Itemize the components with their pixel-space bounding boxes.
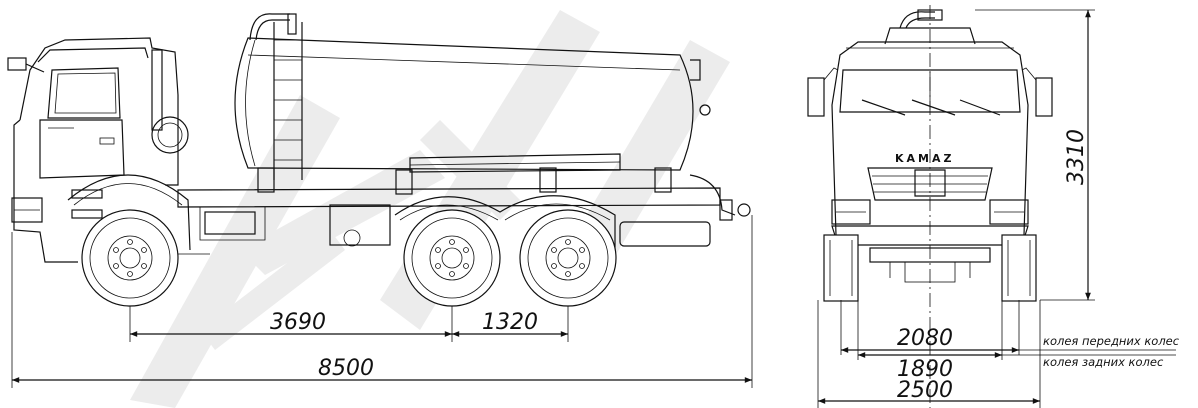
side-dimensions: 3690 1320 8500 [11, 215, 753, 388]
front-dimensions: 3310 2080 колея передних колес 1890 коле… [817, 9, 1180, 408]
dim-overall-length: 8500 [318, 356, 374, 381]
front-wheel [81, 209, 179, 307]
dim-wheelbase-2: 1320 [482, 310, 538, 335]
tank-side [234, 13, 711, 195]
rear-wheel [519, 209, 617, 307]
dim-height: 3310 [1064, 129, 1089, 185]
truck-side-view [7, 13, 751, 307]
dim-rear-track: 1890 [897, 357, 953, 382]
note-rear-track: колея задних колес [1043, 355, 1164, 369]
truck-front-view: KAMAZ [807, 5, 1053, 408]
cab-logo: KAMAZ [895, 152, 954, 165]
cab-side [7, 37, 191, 263]
note-front-track: колея передних колес [1043, 334, 1180, 348]
dim-front-track: 2080 [897, 326, 953, 351]
watermark [130, 10, 730, 408]
middle-wheel [403, 209, 501, 307]
dim-wheelbase-1: 3690 [270, 310, 326, 335]
dim-overall-width: 2500 [897, 378, 953, 403]
chassis-side [177, 174, 751, 255]
